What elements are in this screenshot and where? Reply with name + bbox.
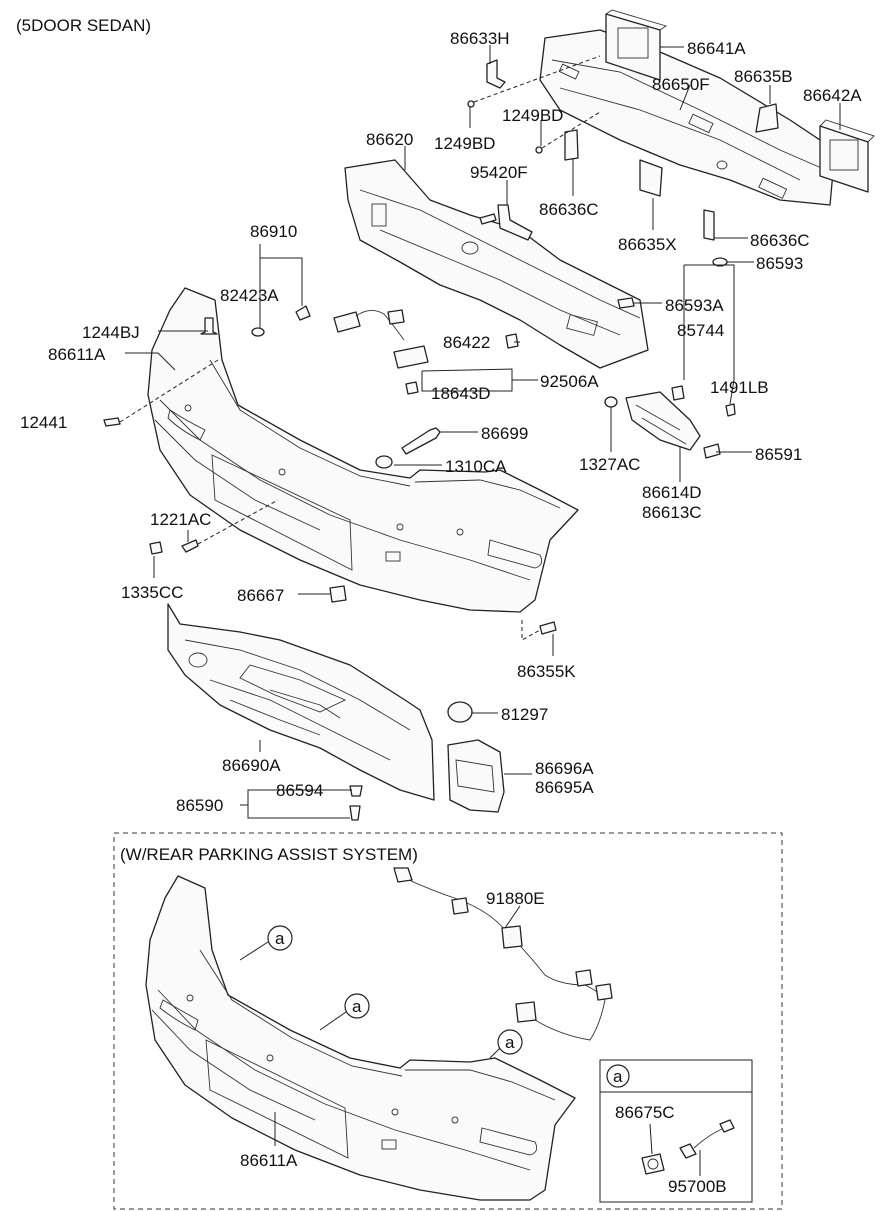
label-86620: 86620: [366, 130, 413, 149]
label-1310CA: 1310CA: [445, 457, 507, 476]
screw-1491LB-drawing: [725, 403, 736, 417]
label-1244BJ: 1244BJ: [82, 323, 140, 342]
label-86593: 86593: [756, 254, 803, 273]
detail-box: [599, 1059, 753, 1203]
label-95700B: 95700B: [668, 1177, 727, 1196]
label-86650F: 86650F: [652, 75, 710, 94]
label-86422: 86422: [443, 333, 490, 352]
label-92506A: 92506A: [540, 372, 599, 391]
bolt-1249BD-b-drawing: [467, 100, 475, 108]
bolt-1244BJ-drawing: [200, 317, 218, 335]
bracket-86642A-drawing: [819, 119, 875, 193]
diagram-title: (5DOOR SEDAN): [16, 16, 151, 35]
callout-a-3-text: a: [505, 1033, 515, 1052]
label-86696A: 86696A: [535, 759, 594, 778]
label-95420F: 95420F: [470, 163, 528, 182]
label-86695A: 86695A: [535, 778, 594, 797]
label-1249BD-b: 1249BD: [434, 134, 495, 153]
side-bracket-drawing: [625, 391, 701, 451]
screw-86590-drawing: [349, 805, 361, 821]
label-91880E: 91880E: [486, 889, 545, 908]
label-18643D: 18643D: [431, 384, 491, 403]
label-86636C-b: 86636C: [750, 231, 810, 250]
screw-95420F-drawing: [479, 213, 497, 225]
label-86635X: 86635X: [618, 235, 677, 254]
label-86590: 86590: [176, 796, 223, 815]
callout-a-1-text: a: [275, 929, 285, 948]
label-1327AC: 1327AC: [579, 455, 640, 474]
bracket-86633H-drawing: [486, 59, 506, 89]
bracket-86641A-drawing: [605, 9, 668, 81]
bracket-86667-drawing: [329, 585, 347, 603]
label-86642A: 86642A: [803, 86, 862, 105]
bracket-86636C-drawing: [564, 129, 579, 161]
license-lamp-drawing: [333, 309, 429, 395]
callout-a-3: [497, 1029, 523, 1055]
label-1491LB: 1491LB: [710, 378, 769, 397]
label-81297: 81297: [501, 705, 548, 724]
callout-a-1: [267, 925, 293, 951]
label-86910: 86910: [250, 222, 297, 241]
screw-86355K-drawing: [539, 621, 557, 635]
label-86355K: 86355K: [517, 662, 576, 681]
label-86633H: 86633H: [450, 29, 510, 48]
label-86675C: 86675C: [615, 1103, 675, 1122]
label-86614D: 86614D: [642, 483, 702, 502]
detail-box-ref: a: [613, 1067, 623, 1086]
label-12441: 12441: [20, 413, 67, 432]
label-86611A-b: 86611A: [240, 1151, 298, 1170]
label-86591: 86591: [755, 445, 802, 464]
bolt-1221AC-drawing: [181, 539, 199, 553]
label-1221AC: 1221AC: [150, 510, 211, 529]
bolt-86699-drawing: [401, 427, 441, 455]
label-82423A: 82423A: [220, 286, 279, 305]
label-86594: 86594: [276, 781, 323, 800]
clip-86594-drawing: [349, 785, 363, 797]
energy-absorber-drawing: [344, 159, 649, 369]
bumper-cover-drawing: [147, 287, 579, 613]
label-1249BD-a: 1249BD: [502, 106, 563, 125]
plug-81297-drawing: [447, 701, 473, 723]
label-86699: 86699: [481, 424, 528, 443]
sensor-harness-drawing: [393, 867, 613, 1041]
label-1335CC: 1335CC: [121, 583, 183, 602]
label-86690A: 86690A: [222, 756, 281, 775]
label-86611A-a: 86611A: [48, 345, 106, 364]
bracket-95420F-drawing: [497, 204, 533, 241]
detail-box-ref-circle: [606, 1064, 630, 1088]
bracket-86636C-b-drawing: [703, 209, 715, 241]
clip-86593A-drawing: [617, 297, 635, 309]
clip-86910-drawing: [295, 305, 311, 321]
grommet-1310CA-drawing: [375, 455, 393, 469]
nut-82423A-drawing: [251, 327, 265, 337]
bracket-85744-drawing: [671, 385, 685, 401]
inset-title: (W/REAR PARKING ASSIST SYSTEM): [120, 845, 418, 864]
label-86667: 86667: [237, 586, 284, 605]
clip-86422-drawing: [505, 333, 519, 349]
inset-frame: [113, 832, 783, 1210]
label-86593A: 86593A: [665, 296, 724, 315]
bracket-86696A-drawing: [447, 739, 505, 813]
label-86636C-a: 86636C: [539, 200, 599, 219]
bracket-86635X-drawing: [639, 159, 663, 197]
inset-bumper-drawing: [145, 875, 576, 1201]
label-86635B: 86635B: [734, 67, 793, 86]
bumper-beam-drawing: [539, 29, 836, 206]
bracket-86635B-drawing: [755, 103, 779, 133]
label-86641A: 86641A: [687, 39, 746, 58]
under-cover-drawing: [167, 603, 435, 801]
sensor-drawing: [641, 1119, 735, 1175]
clip-1335CC-drawing: [149, 541, 163, 555]
bolt-1249BD-a-drawing: [535, 146, 543, 154]
nut-1327AC-drawing: [604, 396, 618, 408]
label-86613C: 86613C: [642, 503, 702, 522]
callout-a-2: [344, 993, 370, 1019]
label-85744: 85744: [677, 321, 724, 340]
screw-86591-drawing: [703, 443, 721, 459]
callout-a-2-text: a: [352, 997, 362, 1016]
screw-12441-drawing: [103, 417, 121, 427]
